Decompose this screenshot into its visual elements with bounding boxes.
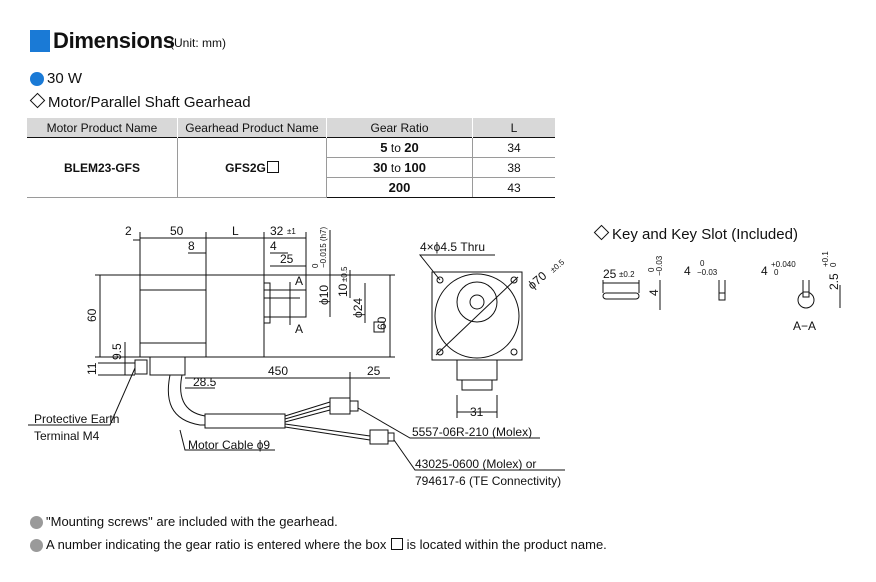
dim-4: 4 [270,239,277,253]
power-rating: 30 W [47,70,83,87]
key2-w: 4 [684,264,691,278]
dim-L: L [232,224,239,238]
motor-name: BLEM23-GFS [27,137,178,198]
table-row: BLEM23-GFS GFS2G 5 to 20 34 [27,137,555,198]
section-a-top: A [295,274,303,288]
label-pe: Protective Earth [34,412,119,426]
table-row: 200 43 [27,177,555,198]
key3-top: +0.040 [771,260,796,269]
dim-phi24: ϕ24 [351,298,365,318]
dim-28-5: 28.5 [193,375,217,389]
key1-h: 4 [647,289,661,296]
key3-d-top: +0.1 [821,251,830,267]
label-connector-1: 5557-06R-210 (Molex) [412,425,532,439]
dim-25-conn: 25 [367,364,381,378]
front-holes: 4×ϕ4.5 Thru [420,240,485,254]
ratio-cell: 30 to 100 [326,157,473,178]
gearhead-name-text: GFS2G [225,160,266,175]
connector-1 [329,397,351,415]
col-motor: Motor Product Name [27,118,178,138]
ratio-from: 5 [380,140,388,155]
section-a-bot: A [295,322,303,336]
unit-label: (Unit: mm) [170,36,226,50]
key1-len: 25 [603,267,617,281]
dim-32-tol: ±1 [287,227,296,236]
bullet-icon [30,72,44,86]
dim-25-shaft: 25 [280,252,294,266]
dim-60-side: 60 [375,316,389,330]
ratio-from: 200 [388,180,411,195]
dim-50: 50 [170,224,184,238]
note-bullet-icon [30,516,43,529]
ratio-to: 100 [404,160,426,175]
front-31: 31 [470,405,484,419]
note-2a: A number indicating the gear ratio is en… [46,537,387,552]
label-pe-terminal: Terminal M4 [34,429,100,443]
ratio-to-word: to [390,141,401,155]
key2-bot: −0.03 [697,268,718,277]
label-connector-2a: 43025-0600 (Molex) or [415,457,536,471]
front-pcd: ϕ70 [525,268,550,292]
gearhead-body [205,274,265,358]
section-subtitle-text: Motor/Parallel Shaft Gearhead [48,94,251,111]
motor-body [139,274,207,358]
ratio-to: 20 [404,140,419,155]
dim-8: 8 [188,239,195,253]
note-bullet-icon [30,539,43,552]
label-connector-2b: 794617-6 (TE Connectivity) [415,474,561,488]
page-title: Dimensions [53,28,175,53]
connector-2 [369,429,389,445]
ratio-cell: 200 [326,177,473,198]
dim-phi10: ϕ10 [317,285,331,305]
title-accent-block [30,30,50,52]
box-icon [266,160,279,173]
front-pcd-tol: ±0.5 [549,257,567,274]
L-cell: 34 [472,137,555,158]
dim-10: 10 [336,283,350,297]
key2-top: 0 [700,259,705,268]
key-heading-text: Key and Key Slot (Included) [612,226,798,243]
key3-bot: 0 [774,268,779,277]
dim-32: 32 [270,224,284,238]
gearhead-name: GFS2G [177,137,327,198]
note-2b: is located within the product name. [406,537,607,552]
label-cable: Motor Cable ϕ9 [188,438,270,452]
dim-phi10-tol-bot: −0.015 (h7) [319,227,328,268]
key1-tol: ±0.2 [619,270,635,279]
table-row: 30 to 100 38 [27,157,555,178]
ratio-to-word: to [390,161,401,175]
spec-table: Motor Product Name Gearhead Product Name… [27,118,555,198]
col-ratio: Gear Ratio [326,118,473,138]
note-1: "Mounting screws" are included with the … [46,514,338,529]
key3-d-bot: 0 [829,262,838,267]
L-cell: 38 [472,157,555,178]
L-cell: 43 [472,177,555,198]
dim-2: 2 [125,224,132,238]
dim-60-left: 60 [85,308,99,322]
key3-d: 2.5 [827,273,841,290]
cable-sleeve [204,413,286,429]
col-L: L [472,118,555,138]
key-heading: Key and Key Slot (Included) [593,224,798,243]
section-subtitle: Motor/Parallel Shaft Gearhead [29,92,251,111]
key1-w-bot: −0.03 [655,255,664,276]
section-label: A−A [793,319,816,333]
ratio-from: 30 [373,160,388,175]
dim-10-tol: ±0.5 [340,266,349,282]
dim-11: 11 [85,362,99,375]
square-icon [373,321,385,333]
table-header-row: Motor Product Name Gearhead Product Name… [27,118,555,138]
note-2: A number indicating the gear ratio is en… [46,537,607,552]
dim-450: 450 [268,364,288,378]
dim-9-5: 9.5 [110,343,124,360]
box-icon [391,538,403,550]
col-gearhead: Gearhead Product Name [177,118,327,138]
dim-phi10-tol-top: 0 [311,263,320,268]
key1-w-top: 0 [647,267,656,272]
key3-w: 4 [761,264,768,278]
ratio-cell: 5 to 20 [326,137,473,158]
